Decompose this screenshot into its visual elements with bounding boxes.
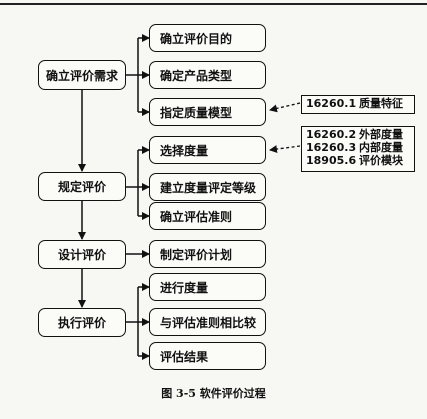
standard-code: 18905.6 bbox=[306, 154, 357, 167]
step-label: 指定质量模型 bbox=[160, 105, 233, 120]
standard-name: 外部度量 bbox=[359, 128, 403, 141]
step-label: 制定评价计划 bbox=[160, 247, 233, 262]
step-label: 建立度量评定等级 bbox=[160, 180, 257, 195]
stage-label: 规定评价 bbox=[57, 180, 106, 194]
step-label: 与评估准则相比较 bbox=[160, 315, 257, 330]
step-box-3-1: 制定评价计划 bbox=[149, 240, 266, 268]
standard-code: 16260.2 bbox=[306, 128, 357, 141]
stage-box-1: 确立评价需求 bbox=[38, 60, 126, 90]
ref-arrow-metrics bbox=[269, 145, 301, 154]
standard-code: 16260.3 bbox=[306, 141, 357, 154]
stage-label: 设计评价 bbox=[57, 248, 106, 262]
stage-label: 执行评价 bbox=[57, 316, 106, 330]
figure-caption: 图 3-5 软件评价过程 bbox=[161, 387, 266, 400]
step-label: 选择度量 bbox=[160, 143, 209, 158]
step-box-2-2: 建立度量评定等级 bbox=[149, 173, 266, 201]
stage-box-4: 执行评价 bbox=[38, 308, 126, 337]
stage-box-3: 设计评价 bbox=[38, 240, 126, 269]
standard-row: 16260.2 外部度量 bbox=[306, 128, 410, 141]
standard-row: 16260.3 内部度量 bbox=[306, 141, 410, 154]
step-label: 确立评价目的 bbox=[160, 31, 233, 46]
top-rule bbox=[0, 3, 427, 5]
standard-code: 16260.1 bbox=[306, 97, 357, 110]
standard-box-quality-model: 16260.1 质量特征 bbox=[301, 95, 415, 114]
standard-row: 18905.6 评价模块 bbox=[306, 154, 410, 167]
step-box-2-3: 确立评估准则 bbox=[149, 202, 266, 230]
step-box-4-2: 与评估准则相比较 bbox=[149, 308, 266, 336]
standard-row: 16260.1 质量特征 bbox=[306, 97, 410, 110]
step-box-2-1: 选择度量 bbox=[149, 136, 266, 164]
step-box-1-2: 确定产品类型 bbox=[149, 61, 266, 89]
stage-label: 确立评价需求 bbox=[45, 68, 118, 83]
step-box-4-3: 评估结果 bbox=[149, 342, 266, 370]
standard-name: 内部度量 bbox=[359, 141, 403, 154]
standard-box-metrics: 16260.2 外部度量 16260.3 内部度量 18905.6 评价模块 bbox=[301, 126, 415, 172]
step-label: 评估结果 bbox=[160, 349, 209, 364]
standard-name: 评价模块 bbox=[359, 154, 403, 167]
step-label: 确定产品类型 bbox=[160, 68, 233, 83]
step-label: 进行度量 bbox=[160, 280, 209, 295]
step-box-1-3: 指定质量模型 bbox=[149, 98, 266, 126]
step-box-4-1: 进行度量 bbox=[149, 273, 266, 301]
ref-arrow-quality-model bbox=[269, 102, 301, 113]
standard-name: 质量特征 bbox=[359, 97, 403, 110]
stage-box-2: 规定评价 bbox=[38, 172, 126, 201]
step-label: 确立评估准则 bbox=[160, 209, 233, 224]
step-box-1-1: 确立评价目的 bbox=[149, 24, 266, 52]
